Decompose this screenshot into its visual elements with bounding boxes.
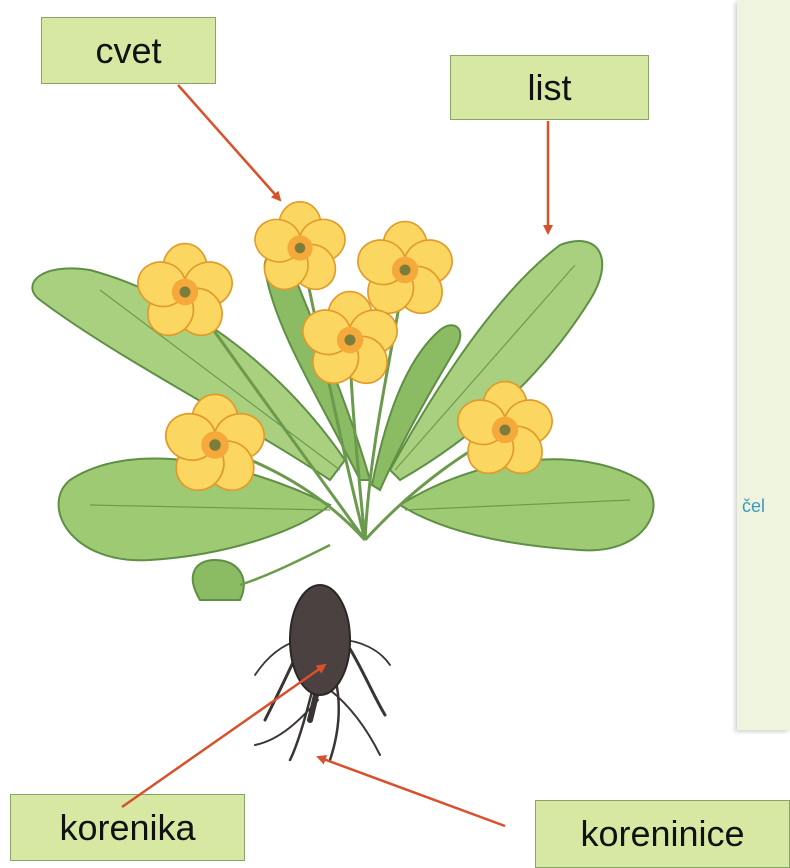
side-panel: čel: [737, 0, 790, 730]
flower-bud: [193, 560, 244, 600]
side-panel-text: čel: [742, 496, 765, 517]
leaves: [32, 241, 653, 560]
label-leaf: list: [450, 55, 649, 120]
label-flower: cvet: [41, 17, 216, 84]
label-rootstock: korenika: [10, 794, 245, 861]
primrose-illustration: [0, 0, 737, 868]
label-roots: koreninice: [535, 800, 790, 868]
rootstock: [290, 585, 350, 695]
